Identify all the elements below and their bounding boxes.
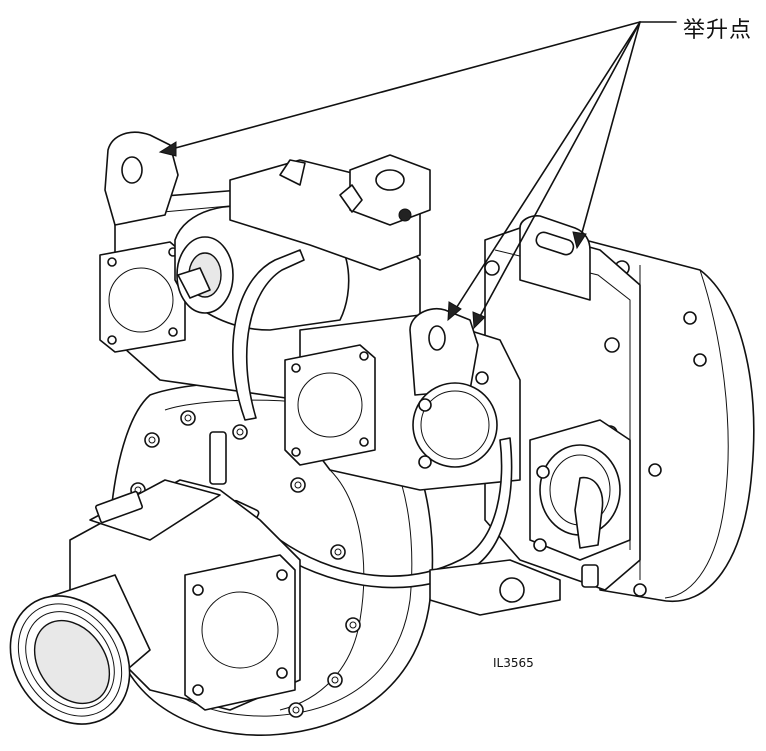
leader-to-lifting-eye-upper-left — [167, 21, 641, 151]
leader-to-lifting-eye-plate — [477, 21, 641, 321]
base-foot — [429, 559, 561, 616]
figure-id-label: IL3565 — [493, 656, 534, 670]
arrowhead-plate — [472, 311, 486, 330]
leader-to-lifting-eye-center — [452, 21, 641, 314]
lifting-eye-right — [519, 215, 591, 301]
priming-valve — [529, 419, 631, 588]
lifting-point-label: 举升点 — [683, 18, 753, 43]
leader-to-lifting-eye-right — [579, 21, 641, 241]
top-valve-block — [229, 154, 431, 271]
arrowhead-center — [447, 301, 462, 322]
callout-leaders — [158, 21, 677, 330]
arrowhead-upper-left — [158, 141, 177, 157]
threaded-nozzle — [9, 574, 151, 725]
arrowhead-right — [572, 231, 587, 250]
center-pump-head — [284, 308, 521, 491]
